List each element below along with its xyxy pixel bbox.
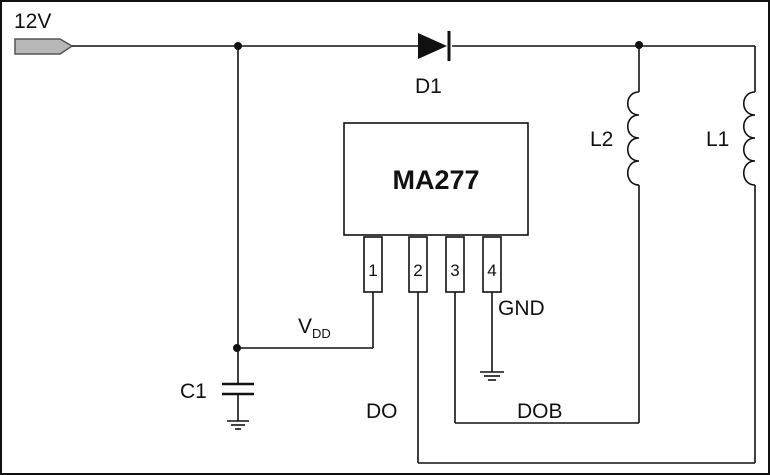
inductor-l2	[626, 91, 640, 186]
chip-body	[343, 122, 529, 236]
diode-triangle	[418, 33, 447, 59]
ground-symbol-chip	[480, 371, 504, 381]
do-label: DO	[366, 400, 398, 423]
vdd-label: VDD	[298, 315, 331, 341]
inductor-l1	[742, 91, 756, 186]
diode-label: D1	[415, 75, 442, 98]
gnd-label: GND	[498, 297, 545, 320]
chip-name: MA277	[392, 165, 479, 195]
ground-symbol-c1	[227, 420, 249, 430]
inductor-label: L1	[706, 128, 729, 151]
supply-terminal	[14, 38, 74, 55]
supply-label: 12V	[14, 10, 51, 33]
chip-pin-1	[363, 236, 383, 293]
inductor-label: L2	[590, 128, 613, 151]
pin-number: 4	[487, 261, 496, 280]
dob-label: DOB	[517, 400, 563, 423]
pin-number: 1	[368, 261, 377, 280]
pin-number: 3	[450, 261, 459, 280]
pin-number: 2	[413, 261, 422, 280]
capacitor-label: C1	[180, 380, 207, 403]
